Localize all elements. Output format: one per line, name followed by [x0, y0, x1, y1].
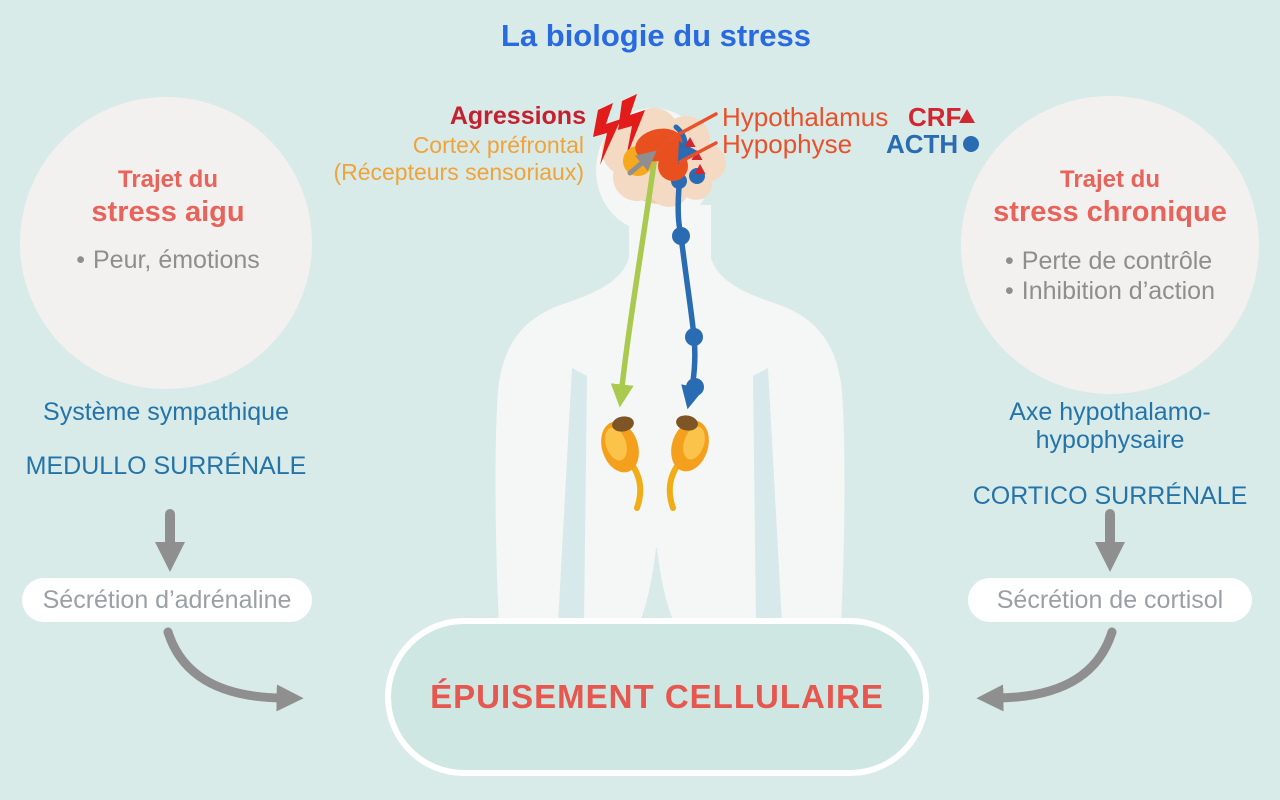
- page-title: La biologie du stress: [500, 18, 812, 53]
- bullet-icon: •: [1005, 277, 1014, 305]
- hormonal-path: [675, 184, 704, 410]
- acth-dot-icon: [963, 136, 979, 152]
- sensory-receptors-label: (Récepteurs sensoriaux): [333, 159, 584, 185]
- chronic-bullet-2: •Inhibition d’action: [1005, 277, 1215, 305]
- chronic-stress-circle: [961, 96, 1259, 394]
- acth-label: ACTH: [886, 129, 959, 159]
- bullet-icon: •: [76, 246, 85, 274]
- cortisol-to-outcome-arrow: [976, 627, 1117, 712]
- label-leader-lines: [666, 112, 718, 164]
- chronic-circle-heading-line1: Trajet du: [1059, 166, 1161, 193]
- hypothalamus-label: Hypothalamus: [722, 102, 889, 132]
- agressions-label: Agressions: [449, 102, 586, 130]
- leg-gap: [639, 548, 675, 624]
- cellular-exhaustion-box: ÉPUISEMENT CELLULAIRE: [385, 618, 929, 776]
- acute-stress-circle: [20, 97, 312, 389]
- cortico-surrenale-label: CORTICO SURRÉNALE: [972, 482, 1248, 510]
- right-adrenal-kidney: [666, 415, 709, 511]
- acute-circle-heading-line1: Trajet du: [117, 166, 219, 193]
- adrenaline-secretion-pill: Sécrétion d’adrénaline: [22, 578, 312, 622]
- left-adrenal-kidney: [601, 416, 644, 511]
- cellular-exhaustion-label: ÉPUISEMENT CELLULAIRE: [430, 678, 884, 715]
- cortex-to-hypothalamus-arrow: [627, 150, 657, 176]
- crf-label: CRF: [908, 102, 962, 132]
- acute-circle-bullet: •Peur, émotions: [76, 246, 260, 274]
- sympathetic-nerve-path: [610, 160, 657, 408]
- cortex-prefrontal-label: Cortex préfrontal: [412, 132, 584, 158]
- right-adrenal-gland: [676, 415, 698, 431]
- sympathetic-system-label: Système sympathique: [43, 398, 289, 426]
- hypophyse-label: Hypophyse: [722, 129, 853, 159]
- crf-increase-icon: [959, 109, 975, 123]
- acute-circle-heading-line2: stress aigu: [91, 196, 245, 228]
- left-arm-gap: [558, 368, 587, 624]
- medullo-surrenale-label: MEDULLO SURRÉNALE: [25, 452, 307, 480]
- right-arm-gap: [753, 368, 782, 624]
- chronic-bullet-1: •Perte de contrôle: [1005, 247, 1213, 275]
- stress-lightning-icons: [593, 94, 645, 165]
- hypothalamus-to-hypophyse-arrow: [673, 124, 698, 165]
- cortisol-secretion-pill: Sécrétion de cortisol: [968, 578, 1252, 622]
- left-adrenal-gland: [612, 416, 634, 432]
- hpa-axis-label-line2: hypophysaire: [1035, 426, 1185, 454]
- hpa-axis-label-line1: Axe hypothalamo-: [1009, 398, 1211, 426]
- chronic-circle-bullets: •Perte de contrôle •Inhibition d’action: [1005, 246, 1215, 306]
- adrenaline-to-outcome-arrow: [163, 627, 304, 712]
- chronic-circle-heading-line2: stress chronique: [993, 196, 1227, 228]
- bullet-icon: •: [1005, 247, 1014, 275]
